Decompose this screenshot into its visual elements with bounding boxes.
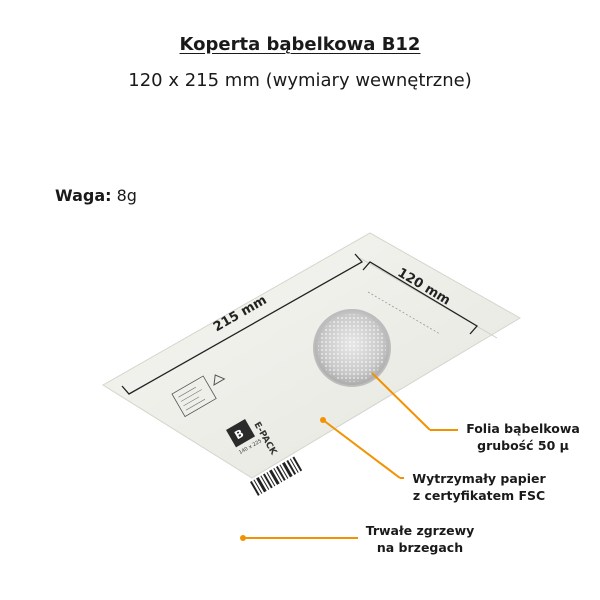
callout-fsc-paper-line2: z certyfikatem FSC — [412, 488, 546, 503]
callout-seals-line2: na brzegach — [376, 540, 464, 555]
weight-value: 8g — [116, 186, 137, 205]
callout-line-bubble — [371, 372, 431, 431]
envelope-body — [102, 232, 521, 479]
barcode — [250, 456, 303, 496]
callout-seals-line1: Trwałe zgrzewy — [365, 523, 475, 538]
weight-info: Waga: 8g — [55, 186, 137, 205]
bubble-texture — [318, 314, 386, 382]
width-dimension-bracket — [362, 261, 479, 335]
callout-bubble-foil: Folia bąbelkowa grubość 50 µ — [458, 420, 588, 454]
callout-fsc-paper: Wytrzymały papier z certyfikatem FSC — [404, 470, 554, 504]
page-title: Koperta bąbelkowa B12 — [179, 34, 421, 55]
callout-seals: Trwałe zgrzewy na brzegach — [360, 522, 480, 556]
page-subtitle: 120 x 215 mm (wymiary wewnętrzne) — [128, 70, 472, 91]
callout-bubble-foil-line1: Folia bąbelkowa — [466, 421, 580, 436]
perforation-line — [367, 291, 441, 335]
recycling-info-block — [171, 375, 217, 418]
length-dimension-bracket — [121, 253, 364, 395]
recycle-icon — [213, 374, 226, 386]
callout-bubble-foil-line2: grubość 50 µ — [477, 438, 569, 453]
callout-line-paper — [322, 419, 401, 479]
weight-label: Waga: — [55, 186, 112, 205]
callout-fsc-paper-line1: Wytrzymały papier — [412, 471, 546, 486]
